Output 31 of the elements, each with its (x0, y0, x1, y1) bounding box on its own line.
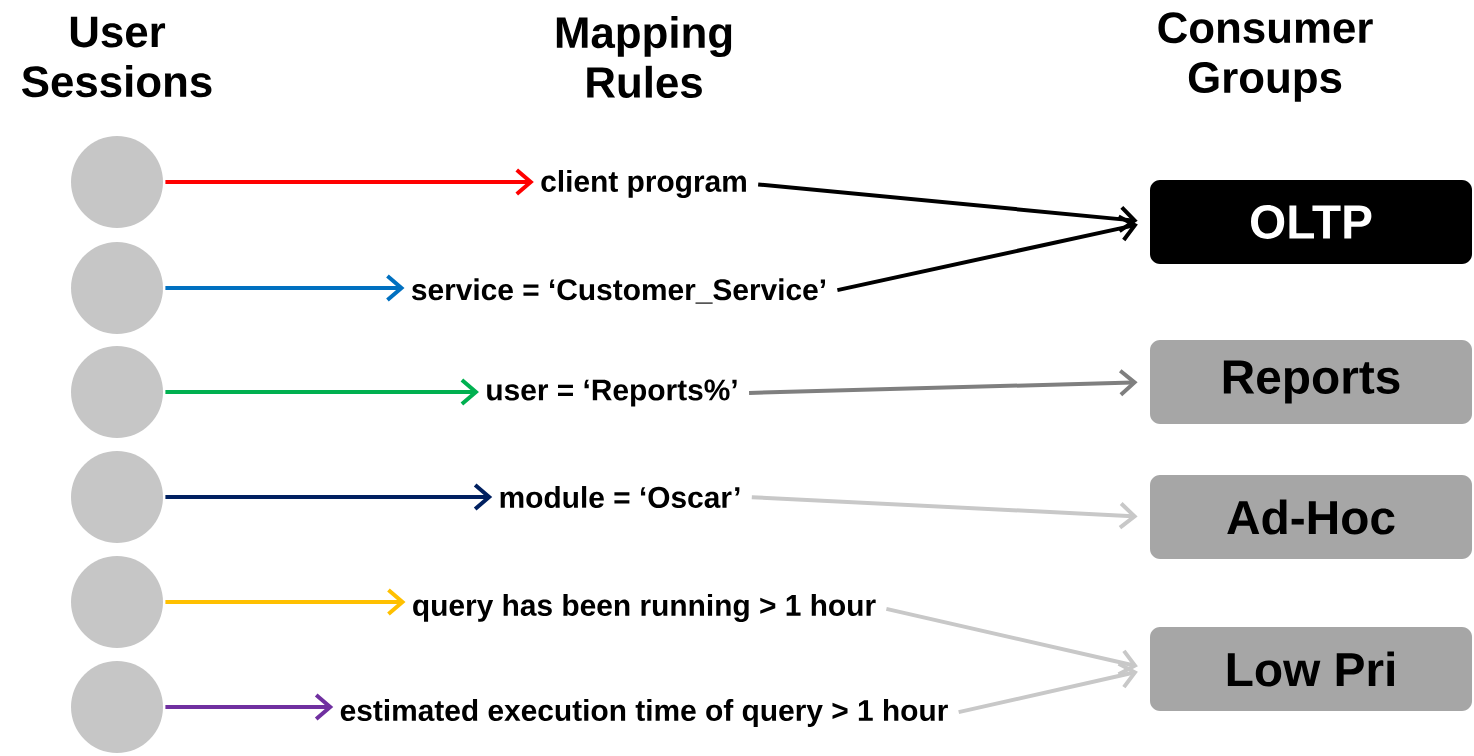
session-circle (71, 556, 163, 648)
column-heading: Consumer Groups (1158, 12, 1373, 102)
arrow (165, 274, 405, 302)
rule-text: query has been running > 1 hour (413, 594, 876, 622)
arrow (757, 182, 1138, 233)
rule-text: user = ‘Reports%’ (487, 379, 737, 407)
group-box: OLTP (1150, 180, 1472, 264)
session-circle (71, 346, 163, 438)
arrow (958, 661, 1138, 715)
arrow (165, 168, 534, 196)
arrow (836, 214, 1138, 293)
arrow (165, 378, 479, 406)
group-box: Reports (1150, 340, 1472, 424)
session-circle (71, 242, 163, 334)
rule-text: module = ‘Oscar’ (500, 486, 740, 508)
group-box: Low Pri (1150, 627, 1472, 711)
group-box: Ad-Hoc (1150, 475, 1472, 559)
session-circle (71, 136, 163, 228)
arrow (165, 483, 493, 511)
column-heading: User Sessions (22, 16, 212, 98)
session-circle (71, 661, 163, 753)
arrow (885, 606, 1138, 676)
arrow (165, 588, 406, 616)
arrow (165, 693, 334, 721)
arrow (749, 369, 1138, 397)
rule-text: service = ‘Customer_Service’ (411, 278, 825, 304)
column-heading: Mapping Rules (556, 16, 732, 98)
arrow (751, 495, 1138, 530)
session-circle (71, 451, 163, 543)
rule-text: estimated execution time of query > 1 hour (340, 699, 948, 727)
rule-text: client program (541, 170, 746, 198)
